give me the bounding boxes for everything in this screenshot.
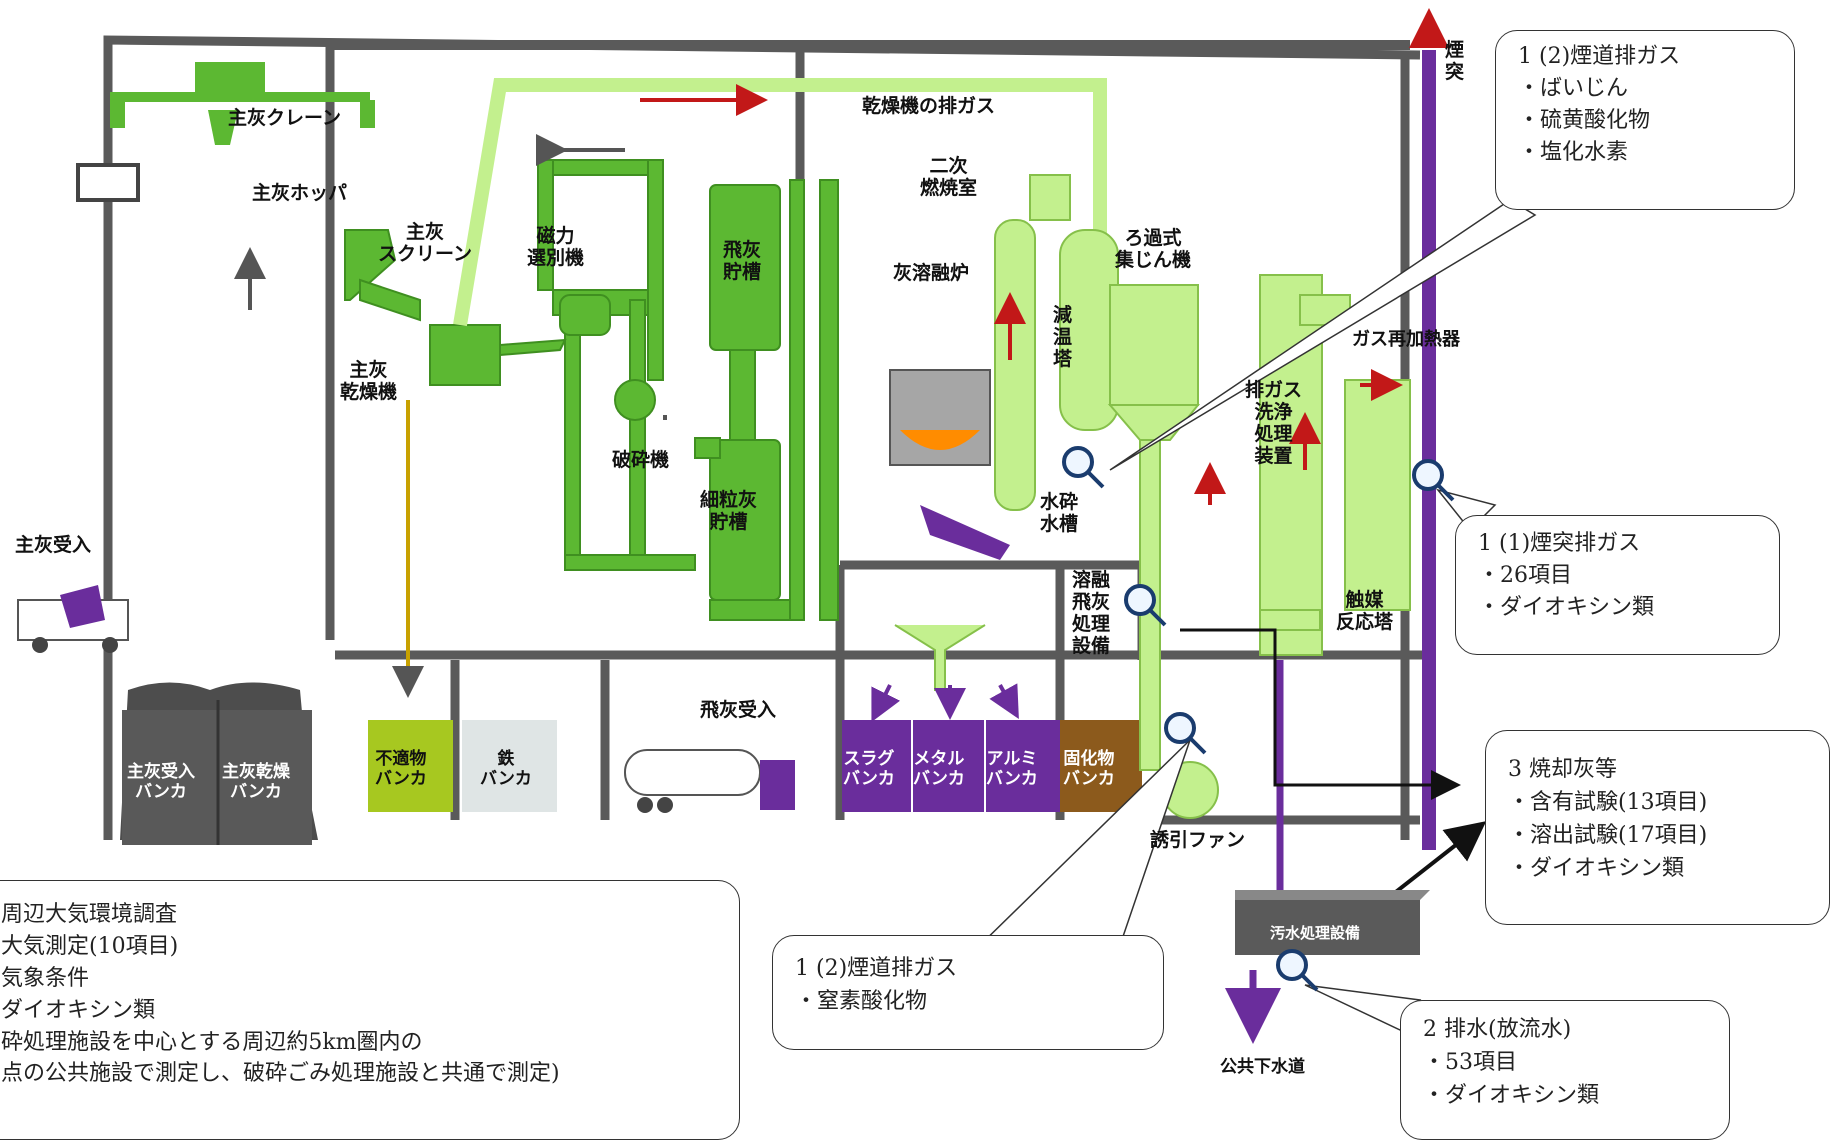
label-cooling: 減 温 塔 [1053,304,1073,370]
magnifier-icons [1062,446,1455,992]
label-hopper: 主灰ホッパ [252,182,348,204]
label-catalyst: 触媒 反応塔 [1336,589,1394,633]
callout-line: ・ばいじん [1518,75,1629,101]
label-wastewater: 汚水処理設備 [1270,924,1361,942]
label-secondary: 二次 燃焼室 [920,155,978,199]
label-bunker-metal: メタル バンカ [913,749,965,789]
label-dryer: 主灰 乾燥機 [340,359,398,403]
callout-line: 1 (1)煙突排ガス [1478,531,1641,556]
callout-line: 気象条件 [1,965,90,991]
callout-line: ・26項目 [1478,562,1572,588]
callout-line: ダイオキシン類 [1,997,156,1023]
callout-line: ・ダイオキシン類 [1478,594,1655,620]
ash-pits [120,682,1142,845]
callout-flue-gas-top: 1 (2)煙道排ガス ・ばいじん ・硫黄酸化物 ・塩化水素 [1495,30,1795,210]
label-bunker-receive: 主灰受入 バンカ [127,762,195,802]
callout-line: ・含有試験(13項目) [1508,790,1708,815]
label-bunker-alumi: アルミ バンカ [986,749,1038,789]
flow-arrows [234,84,1487,1044]
callout-line: ・硫黄酸化物 [1518,107,1651,133]
chimney [1409,8,1449,850]
label-dryer-exhaust: 乾燥機の排ガス [862,95,996,117]
callout-line: ・53項目 [1423,1050,1517,1075]
callout-line: ・ダイオキシン類 [1423,1083,1600,1108]
label-crane: 主灰クレーン [228,107,342,129]
callout-line: 1 (2)煙道排ガス [1518,44,1681,69]
callout-line: 点の公共施設で測定し、破砕ごみ処理施設と共通で測定) [1,1061,560,1087]
callout-line: ・溶出試験(17項目) [1508,823,1708,848]
label-fan: 誘引ファン [1150,829,1246,851]
callout-chimney-gas: 1 (1)煙突排ガス ・26項目 ・ダイオキシン類 [1455,515,1780,655]
callout-line: ・ダイオキシン類 [1508,856,1685,881]
label-flyash-treat: 溶融 飛灰 処理 設備 [1072,569,1111,657]
label-bunker-solid: 固化物 バンカ [1063,749,1115,789]
label-scrubber: 排ガス 洗浄 処理 装置 [1245,379,1303,467]
label-sewer: 公共下水道 [1220,1057,1305,1077]
callout-line: 周辺大気環境調査 [1,902,178,927]
callout-line: 大気測定(10項目) [1,933,179,959]
slag-equipment [889,369,1010,691]
exhaust-duct [453,78,1107,327]
label-chimney: 煙 突 [1445,39,1465,83]
label-magnetic: 磁力 選別機 [527,225,585,269]
callout-flue-gas-bottom: 1 (2)煙道排ガス ・窒素酸化物 [772,935,1164,1050]
callout-line: ・窒素酸化物 [795,989,928,1014]
callout-line: 砕処理施設を中心とする周辺約5km圏内の [1,1029,423,1055]
label-fly-receive: 飛灰受入 [700,699,777,721]
label-reheater: ガス再加熱器 [1352,329,1460,350]
callout-wastewater: 2 排水(放流水) ・53項目 ・ダイオキシン類 [1400,1000,1730,1140]
label-fine-tank: 細粒灰 貯槽 [700,489,758,533]
label-melting: 灰溶融炉 [893,262,970,284]
label-screen: 主灰 スクリーン [378,221,473,265]
dryer-line-equipment [344,159,839,621]
label-quench: 水砕 水槽 [1040,491,1079,535]
label-flyash-tank: 飛灰 貯槽 [723,239,762,283]
callout-line: ・塩化水素 [1518,139,1629,165]
label-bunker-slag: スラグ バンカ [843,749,895,789]
label-main-receive: 主灰受入 [15,534,92,556]
label-bunker-unfit: 不適物 バンカ [375,749,427,789]
crane [110,62,375,145]
callout-line: 3 焼却灰等 [1508,757,1617,782]
label-crusher: 破砕機 [612,449,670,471]
callout-air-survey: 周辺大気環境調査 大気測定(10項目) 気象条件 ダイオキシン類 砕処理施設を中… [0,880,740,1140]
label-bagfilter: ろ過式 集じん機 [1115,227,1192,271]
callout-line: 1 (2)煙道排ガス [795,956,958,981]
callout-ash: 3 焼却灰等 ・含有試験(13項目) ・溶出試験(17項目) ・ダイオキシン類 [1485,730,1830,925]
truck [17,585,795,813]
label-bunker-iron: 鉄 バンカ [480,749,532,789]
label-bunker-dry: 主灰乾燥 バンカ [222,762,290,802]
wastewater-unit [1235,890,1430,955]
crane-rail [76,40,1410,202]
callout-line: 2 排水(放流水) [1423,1017,1572,1042]
